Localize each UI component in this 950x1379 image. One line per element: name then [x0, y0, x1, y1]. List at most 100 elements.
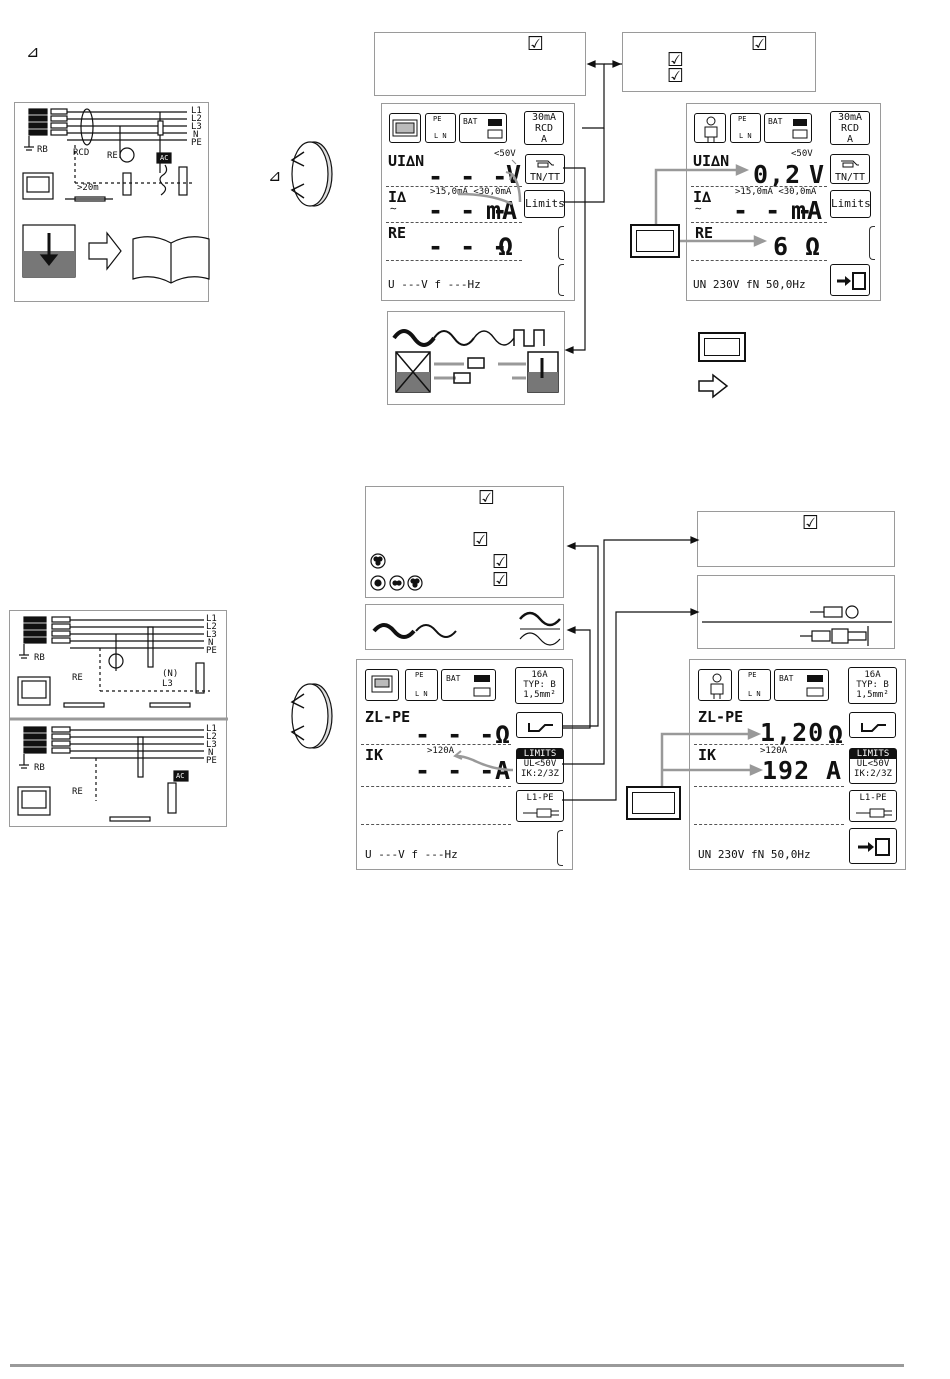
label-ac: AC: [160, 154, 169, 162]
re-label: RE: [388, 224, 407, 242]
legend-key-icon: [698, 332, 746, 362]
waveform-icons: [392, 329, 559, 393]
limits-softkey[interactable]: Limits: [830, 190, 871, 218]
label-pe: PE: [191, 138, 202, 148]
rotary-switch-icon[interactable]: [284, 138, 334, 210]
memory-key[interactable]: [626, 786, 681, 820]
i-unit: mA: [791, 196, 824, 225]
i-range: >15,0mA <30,0mA: [430, 187, 512, 197]
i-range: >15,0mA <30,0mA: [735, 187, 817, 197]
u-limit: <50V: [494, 149, 516, 159]
limits-softkey[interactable]: LIMITS UL<50V IK:2/3Z: [849, 748, 897, 784]
status-line: U ---V f ---Hz: [388, 278, 481, 291]
re-unit: Ω: [498, 232, 515, 261]
l1-pe-softkey[interactable]: L1-PE: [849, 790, 897, 822]
label-n: N: [208, 748, 214, 758]
i-label: I∆: [693, 188, 712, 206]
ik-range: >120A: [760, 746, 788, 756]
ik-label: IK: [698, 746, 717, 764]
waveform-softkey[interactable]: [516, 712, 563, 738]
zl-info-panel: ☑: [697, 511, 895, 567]
wiring-lines: [10, 616, 228, 822]
connector-lines-bottom: [562, 536, 764, 801]
ik-value: 192: [762, 756, 811, 785]
battery-status-icon: BAT: [459, 113, 507, 143]
rotary-switch-icon[interactable]: [284, 680, 334, 752]
re-value: - - -: [428, 232, 509, 261]
checklist-icon: ☑: [667, 49, 685, 71]
u-limit: <50V: [791, 149, 813, 159]
connection-info-panel: [697, 575, 895, 649]
label-re: RE: [72, 673, 83, 683]
person-icon: [698, 669, 732, 701]
checklist-icon: ☑: [472, 529, 490, 551]
checklist-icon: ☑: [492, 551, 510, 573]
phase-rotation-icons: [370, 553, 423, 591]
z-unit: Ω: [828, 720, 845, 749]
rotary-delta-marker: ⊿: [268, 166, 282, 185]
label-rcd: RCD: [73, 148, 90, 158]
ik-label: IK: [365, 746, 384, 764]
checklist-icon: ☑: [751, 33, 769, 55]
result-info-panel: ☑ ☑ ☑: [622, 32, 816, 92]
pe-ln-icon: PE L N: [405, 669, 438, 701]
legend-arrow-icon: [698, 373, 729, 399]
label-l1: L1: [206, 724, 217, 734]
pe-ln-icon: PE L N: [425, 113, 456, 143]
checklist-icon: ☑: [492, 569, 510, 591]
tn-tt-softkey[interactable]: TN/TT: [525, 154, 565, 184]
save-softkey[interactable]: [849, 828, 897, 864]
memory-key[interactable]: [630, 224, 680, 258]
loop-impedance-diagram: L1 L2 L3 N PE RB RE (N) L3 L1 L2 L3 N PE…: [9, 610, 228, 827]
checklist-icon: ☑: [667, 65, 685, 87]
status-line: UN 230V fN 50,0Hz: [693, 278, 806, 291]
waveform-options-panel: [387, 311, 565, 405]
checklist-icon: ☑: [478, 487, 496, 509]
ik-value: - - -: [415, 756, 496, 785]
z-unit: Ω: [495, 720, 512, 749]
limits-softkey[interactable]: Limits: [524, 190, 565, 218]
wiring-lines: [22, 108, 210, 284]
page-footer-rule: [10, 1364, 904, 1367]
person-icon: [694, 113, 726, 143]
label-re: RE: [107, 151, 118, 161]
i-value: - - -: [733, 196, 814, 225]
label-n: N: [193, 130, 199, 140]
label-n: N: [208, 638, 214, 648]
re-unit: Ω: [805, 232, 822, 261]
device-icon: [389, 113, 421, 143]
label-rb: RB: [34, 763, 45, 773]
label-pe: PE: [206, 756, 217, 766]
limits-softkey[interactable]: LIMITS UL<50V IK:2/3Z: [516, 748, 564, 784]
waveform-icons: [372, 611, 561, 646]
save-softkey[interactable]: [830, 264, 870, 296]
battery-status-icon: BAT: [441, 669, 496, 701]
rcd-wiring-diagram: L1 L2 L3 N PE RB RCD RE >20m AC: [14, 102, 210, 302]
probe-icons: [702, 605, 892, 646]
u-label: UI∆N: [693, 152, 730, 170]
label-rb: RB: [37, 145, 48, 155]
label-ac: AC: [176, 772, 185, 780]
label-l2: L2: [191, 114, 202, 124]
status-line: U ---V f ---Hz: [365, 848, 458, 861]
connector-lines-top: [563, 60, 768, 354]
i-label: I∆: [388, 188, 407, 206]
z-value: 1,20: [760, 718, 825, 747]
pe-ln-icon: PE L N: [738, 669, 771, 701]
label-l3: L3: [206, 740, 217, 750]
l1-pe-softkey[interactable]: L1-PE: [516, 790, 564, 822]
rcd-info-panel: ☑: [374, 32, 586, 96]
label-rb: RB: [34, 653, 45, 663]
waveform-softkey[interactable]: [849, 712, 896, 738]
tn-tt-softkey[interactable]: TN/TT: [830, 154, 870, 184]
ik-unit: A: [826, 756, 843, 785]
label-distance: >20m: [77, 183, 99, 193]
label-l3: L3: [206, 630, 217, 640]
label-pe: PE: [206, 646, 217, 656]
